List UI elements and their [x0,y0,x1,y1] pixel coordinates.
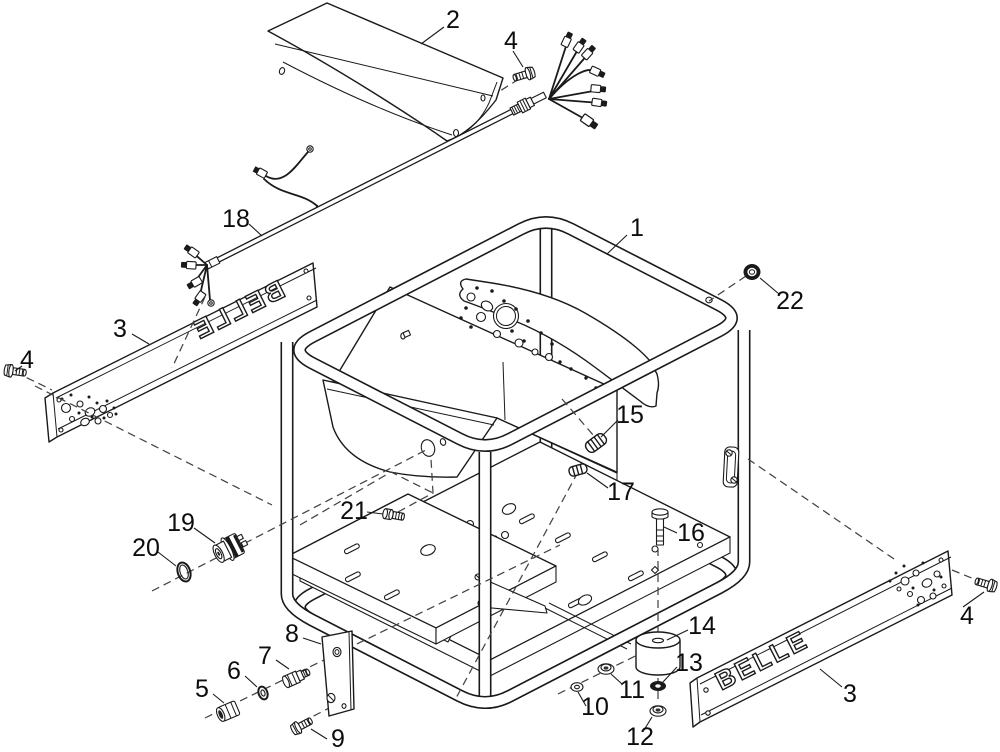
rubber-mount-14 [635,631,681,676]
callout-16: 16 [677,519,705,547]
callout-labels: 1 2 3 3 4 4 4 5 6 7 8 9 10 11 12 13 14 1… [20,6,974,752]
bolt-4-right [972,574,999,594]
washer-6 [257,685,269,701]
callout-11: 11 [619,676,645,704]
bolt-9 [288,714,316,737]
callout-3-left: 3 [113,315,127,343]
callout-4-left: 4 [20,346,34,374]
callout-22: 22 [776,287,804,315]
nut-11 [597,663,615,675]
cap-5 [215,700,241,722]
callout-2: 2 [446,6,460,34]
panel-hole-cluster-right [888,561,943,607]
bracket-8 [321,630,355,717]
callout-leaders [14,26,985,740]
callout-5: 5 [195,675,209,703]
switch-mount-hole [420,439,436,457]
callout-10: 10 [581,693,609,721]
side-panel-left: BELLE [44,262,318,443]
harness-pigtail [252,145,319,208]
latch-plate [722,446,740,488]
callout-15: 15 [616,401,644,429]
harness-wires-left [180,243,215,308]
callout-12: 12 [626,723,654,751]
top-cover [267,2,504,142]
frame-front-tubes [280,216,751,709]
wiring-harness [180,30,608,308]
callout-14: 14 [688,612,716,640]
callout-9: 9 [331,725,345,752]
callout-4-right: 4 [960,602,974,630]
callout-18: 18 [222,205,250,233]
callout-6: 6 [227,657,241,685]
callout-21: 21 [340,497,368,525]
pin-16 [651,508,669,546]
small-parts [2,65,999,737]
washer-10 [570,682,584,692]
nut-12 [649,705,667,717]
fitting-7 [282,668,311,689]
callout-7: 7 [258,642,272,670]
engine-bracket [459,278,660,408]
small-stud [400,329,412,340]
callout-13: 13 [675,649,703,677]
spring-pin-15 [584,432,608,454]
harness-ferrule [509,91,547,116]
callout-17: 17 [607,478,635,506]
ring-20 [176,561,192,583]
grommet-22 [743,264,761,280]
callout-19: 19 [167,509,195,537]
callout-20: 20 [132,534,160,562]
screw-21 [382,508,405,521]
callout-4-top: 4 [504,27,518,55]
bolt-4-top [510,65,537,85]
ignition-switch-19 [212,533,249,563]
grommet-hole [705,296,713,304]
harness-ferrule-left [204,256,221,270]
spring-pin-17 [568,463,588,477]
callout-1: 1 [630,214,644,242]
callout-8: 8 [285,620,299,648]
washer-13 [650,681,666,691]
harness-wires-right [548,30,608,131]
panel-hole-cluster-left [60,393,118,427]
callout-3-right: 3 [843,680,857,708]
